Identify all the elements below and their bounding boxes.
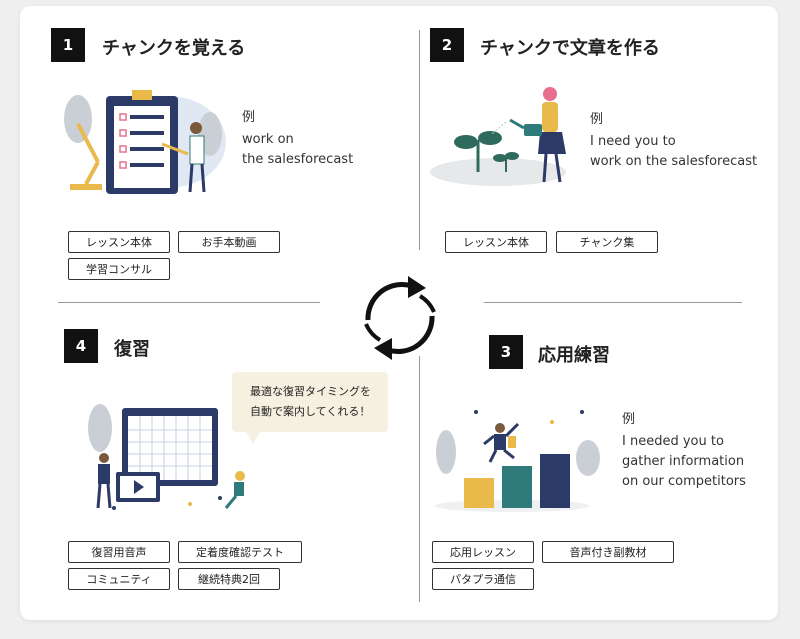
tag-lesson-main[interactable]: レッスン本体 bbox=[445, 231, 547, 253]
tag-community[interactable]: コミュニティ bbox=[68, 568, 170, 590]
step-number: 3 bbox=[489, 335, 523, 369]
cycle-arrows-icon bbox=[364, 276, 436, 360]
example-label: 例 bbox=[242, 110, 256, 125]
example-line: the salesforecast bbox=[242, 152, 354, 167]
watering-plants-illustration-icon bbox=[430, 87, 566, 186]
cycle-card: 1 チャンクを覚える 例 work on bbox=[20, 6, 778, 620]
divider-vertical-top bbox=[419, 30, 420, 250]
example-line: I needed you to bbox=[622, 434, 724, 449]
tag-review-audio[interactable]: 復習用音声 bbox=[68, 541, 170, 563]
step-number: 2 bbox=[430, 28, 464, 62]
step-title: チャンクを覚える bbox=[102, 38, 246, 59]
tag-learning-consult[interactable]: 学習コンサル bbox=[68, 258, 170, 280]
divider-horizontal-right bbox=[484, 302, 742, 303]
tag-continuation-bonus[interactable]: 継続特典2回 bbox=[178, 568, 280, 590]
tag-applied-lesson[interactable]: 応用レッスン bbox=[432, 541, 534, 563]
example-label: 例 bbox=[590, 112, 604, 127]
example-line: work on the salesforecast bbox=[590, 154, 758, 169]
divider-vertical-bottom bbox=[419, 356, 420, 602]
example-label: 例 bbox=[622, 412, 636, 427]
step-title: 応用練習 bbox=[538, 345, 610, 366]
example-line: gather information bbox=[622, 454, 745, 469]
step-title: チャンクで文章を作る bbox=[480, 38, 660, 59]
example-line: work on bbox=[242, 132, 294, 147]
step-title: 復習 bbox=[114, 339, 150, 360]
bubble-line: 自動で案内してくれる！ bbox=[250, 405, 371, 418]
example-line: on our competitors bbox=[622, 474, 746, 489]
tag-retention-test[interactable]: 定着度確認テスト bbox=[178, 541, 302, 563]
divider-horizontal-left bbox=[58, 302, 320, 303]
bubble-line: 最適な復習タイミングを bbox=[250, 385, 371, 398]
tag-model-video[interactable]: お手本動画 bbox=[178, 231, 280, 253]
tag-chunk-collection[interactable]: チャンク集 bbox=[556, 231, 658, 253]
checklist-illustration-icon bbox=[64, 90, 226, 194]
step-number: 4 bbox=[64, 329, 98, 363]
step-number: 1 bbox=[51, 28, 85, 62]
calendar-illustration-icon bbox=[88, 404, 245, 510]
tag-patapura-newsletter[interactable]: パタプラ通信 bbox=[432, 568, 534, 590]
example-line: I need you to bbox=[590, 134, 676, 149]
tag-supplementary-audio[interactable]: 音声付き副教材 bbox=[542, 541, 674, 563]
growth-bars-illustration-icon bbox=[434, 410, 600, 512]
speech-bubble: 最適な復習タイミングを 自動で案内してくれる！ bbox=[232, 372, 388, 432]
tag-lesson-main[interactable]: レッスン本体 bbox=[68, 231, 170, 253]
speech-bubble-tail bbox=[245, 430, 261, 444]
